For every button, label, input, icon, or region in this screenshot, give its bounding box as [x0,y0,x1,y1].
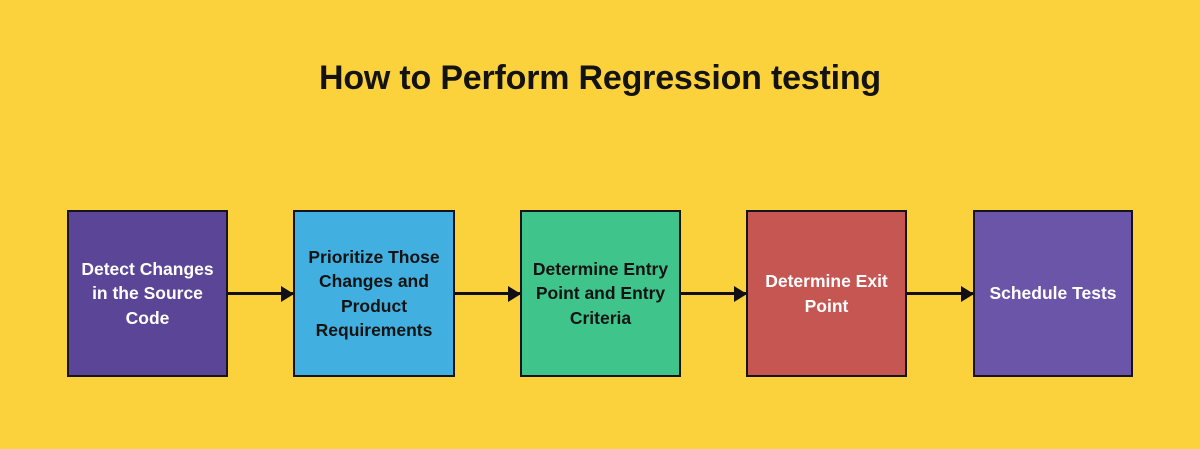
arrow-icon-4 [907,292,973,295]
process-step-2-label: Prioritize Those Changes and Product Req… [308,247,440,340]
process-step-1-label: Detect Changes in the Source Code [81,259,214,328]
process-step-3[interactable]: Determine Entry Point and Entry Criteria [520,210,681,377]
process-step-4-label: Determine Exit Point [765,271,888,316]
process-step-3-label: Determine Entry Point and Entry Criteria [532,259,669,328]
arrow-icon-3 [681,292,746,295]
process-step-4[interactable]: Determine Exit Point [746,210,907,377]
arrow-icon-2 [455,292,520,295]
process-step-5[interactable]: Schedule Tests [973,210,1133,377]
process-step-5-label: Schedule Tests [989,283,1117,304]
process-flow-diagram: Detect Changes in the Source Code Priori… [67,210,1133,377]
arrow-icon-1 [228,292,293,295]
process-step-2[interactable]: Prioritize Those Changes and Product Req… [293,210,455,377]
process-step-1[interactable]: Detect Changes in the Source Code [67,210,228,377]
page-title: How to Perform Regression testing [318,59,882,97]
